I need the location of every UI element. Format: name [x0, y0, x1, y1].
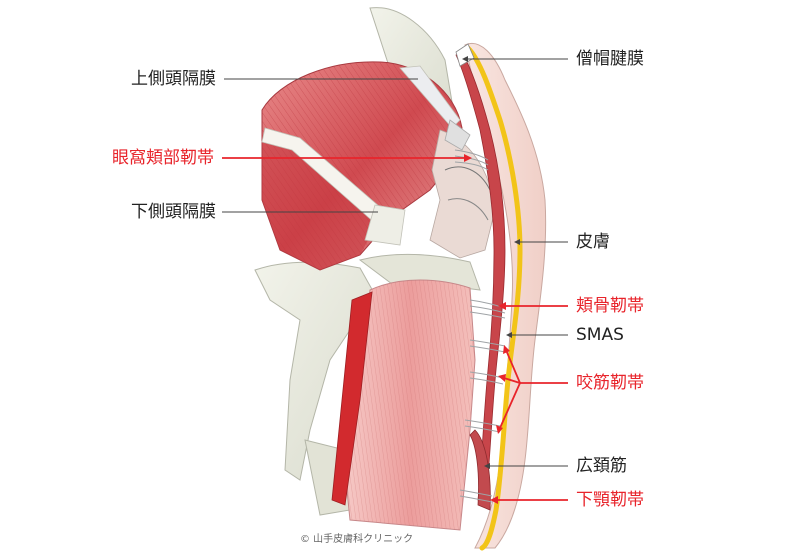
- arrowhead-masseteric-a: [503, 345, 510, 354]
- temporal-septa: [261, 65, 461, 246]
- label-smas: SMAS: [576, 325, 624, 345]
- leader-masseteric-a: [505, 349, 521, 384]
- copyright-notice: © 山手皮膚科クリニック: [300, 534, 414, 545]
- skin-layer: [464, 43, 547, 549]
- label-skin: 皮膚: [576, 232, 610, 252]
- masseter-muscle: [344, 279, 476, 531]
- label-orbicularis-retaining-ligament: 眼窩頬部靭帯: [112, 148, 214, 168]
- arrowhead-masseteric-c: [496, 425, 503, 434]
- label-masseteric-ligament: 咬筋靭帯: [576, 373, 644, 393]
- arrowhead-platysma: [484, 463, 490, 469]
- label-mandibular-ligament: 下顎靭帯: [576, 490, 644, 510]
- retaining-ligaments: [454, 149, 506, 503]
- label-zygomatic-ligament: 頬骨靭帯: [576, 296, 644, 316]
- arrowhead-smas: [506, 332, 512, 338]
- galea-cap: [455, 43, 475, 67]
- temporalis-muscle: [261, 61, 463, 271]
- label-lower-temporal-septum: 下側頭隔膜: [131, 202, 216, 222]
- arrowhead-galea: [462, 56, 468, 62]
- arrowhead-masseteric-b: [498, 374, 506, 382]
- arrowhead-zygomatic: [498, 302, 506, 310]
- arrowhead-skin: [514, 239, 520, 245]
- subcutaneous-fat: [465, 45, 523, 551]
- leader-masseteric-c: [499, 382, 521, 429]
- leader-lines: [222, 56, 568, 504]
- label-galea-aponeurotica: 僧帽腱膜: [576, 49, 644, 69]
- platysma-muscle: [469, 429, 491, 511]
- leader-masseteric-b: [503, 377, 521, 384]
- periorbital-region: [429, 119, 496, 259]
- arrowhead-mandibular: [490, 496, 498, 504]
- label-platysma: 広頚筋: [576, 456, 627, 476]
- pterygoid-muscle: [331, 291, 373, 506]
- arrowhead-orbicularis: [464, 154, 472, 162]
- label-upper-temporal-septum: 上側頭隔膜: [131, 69, 216, 89]
